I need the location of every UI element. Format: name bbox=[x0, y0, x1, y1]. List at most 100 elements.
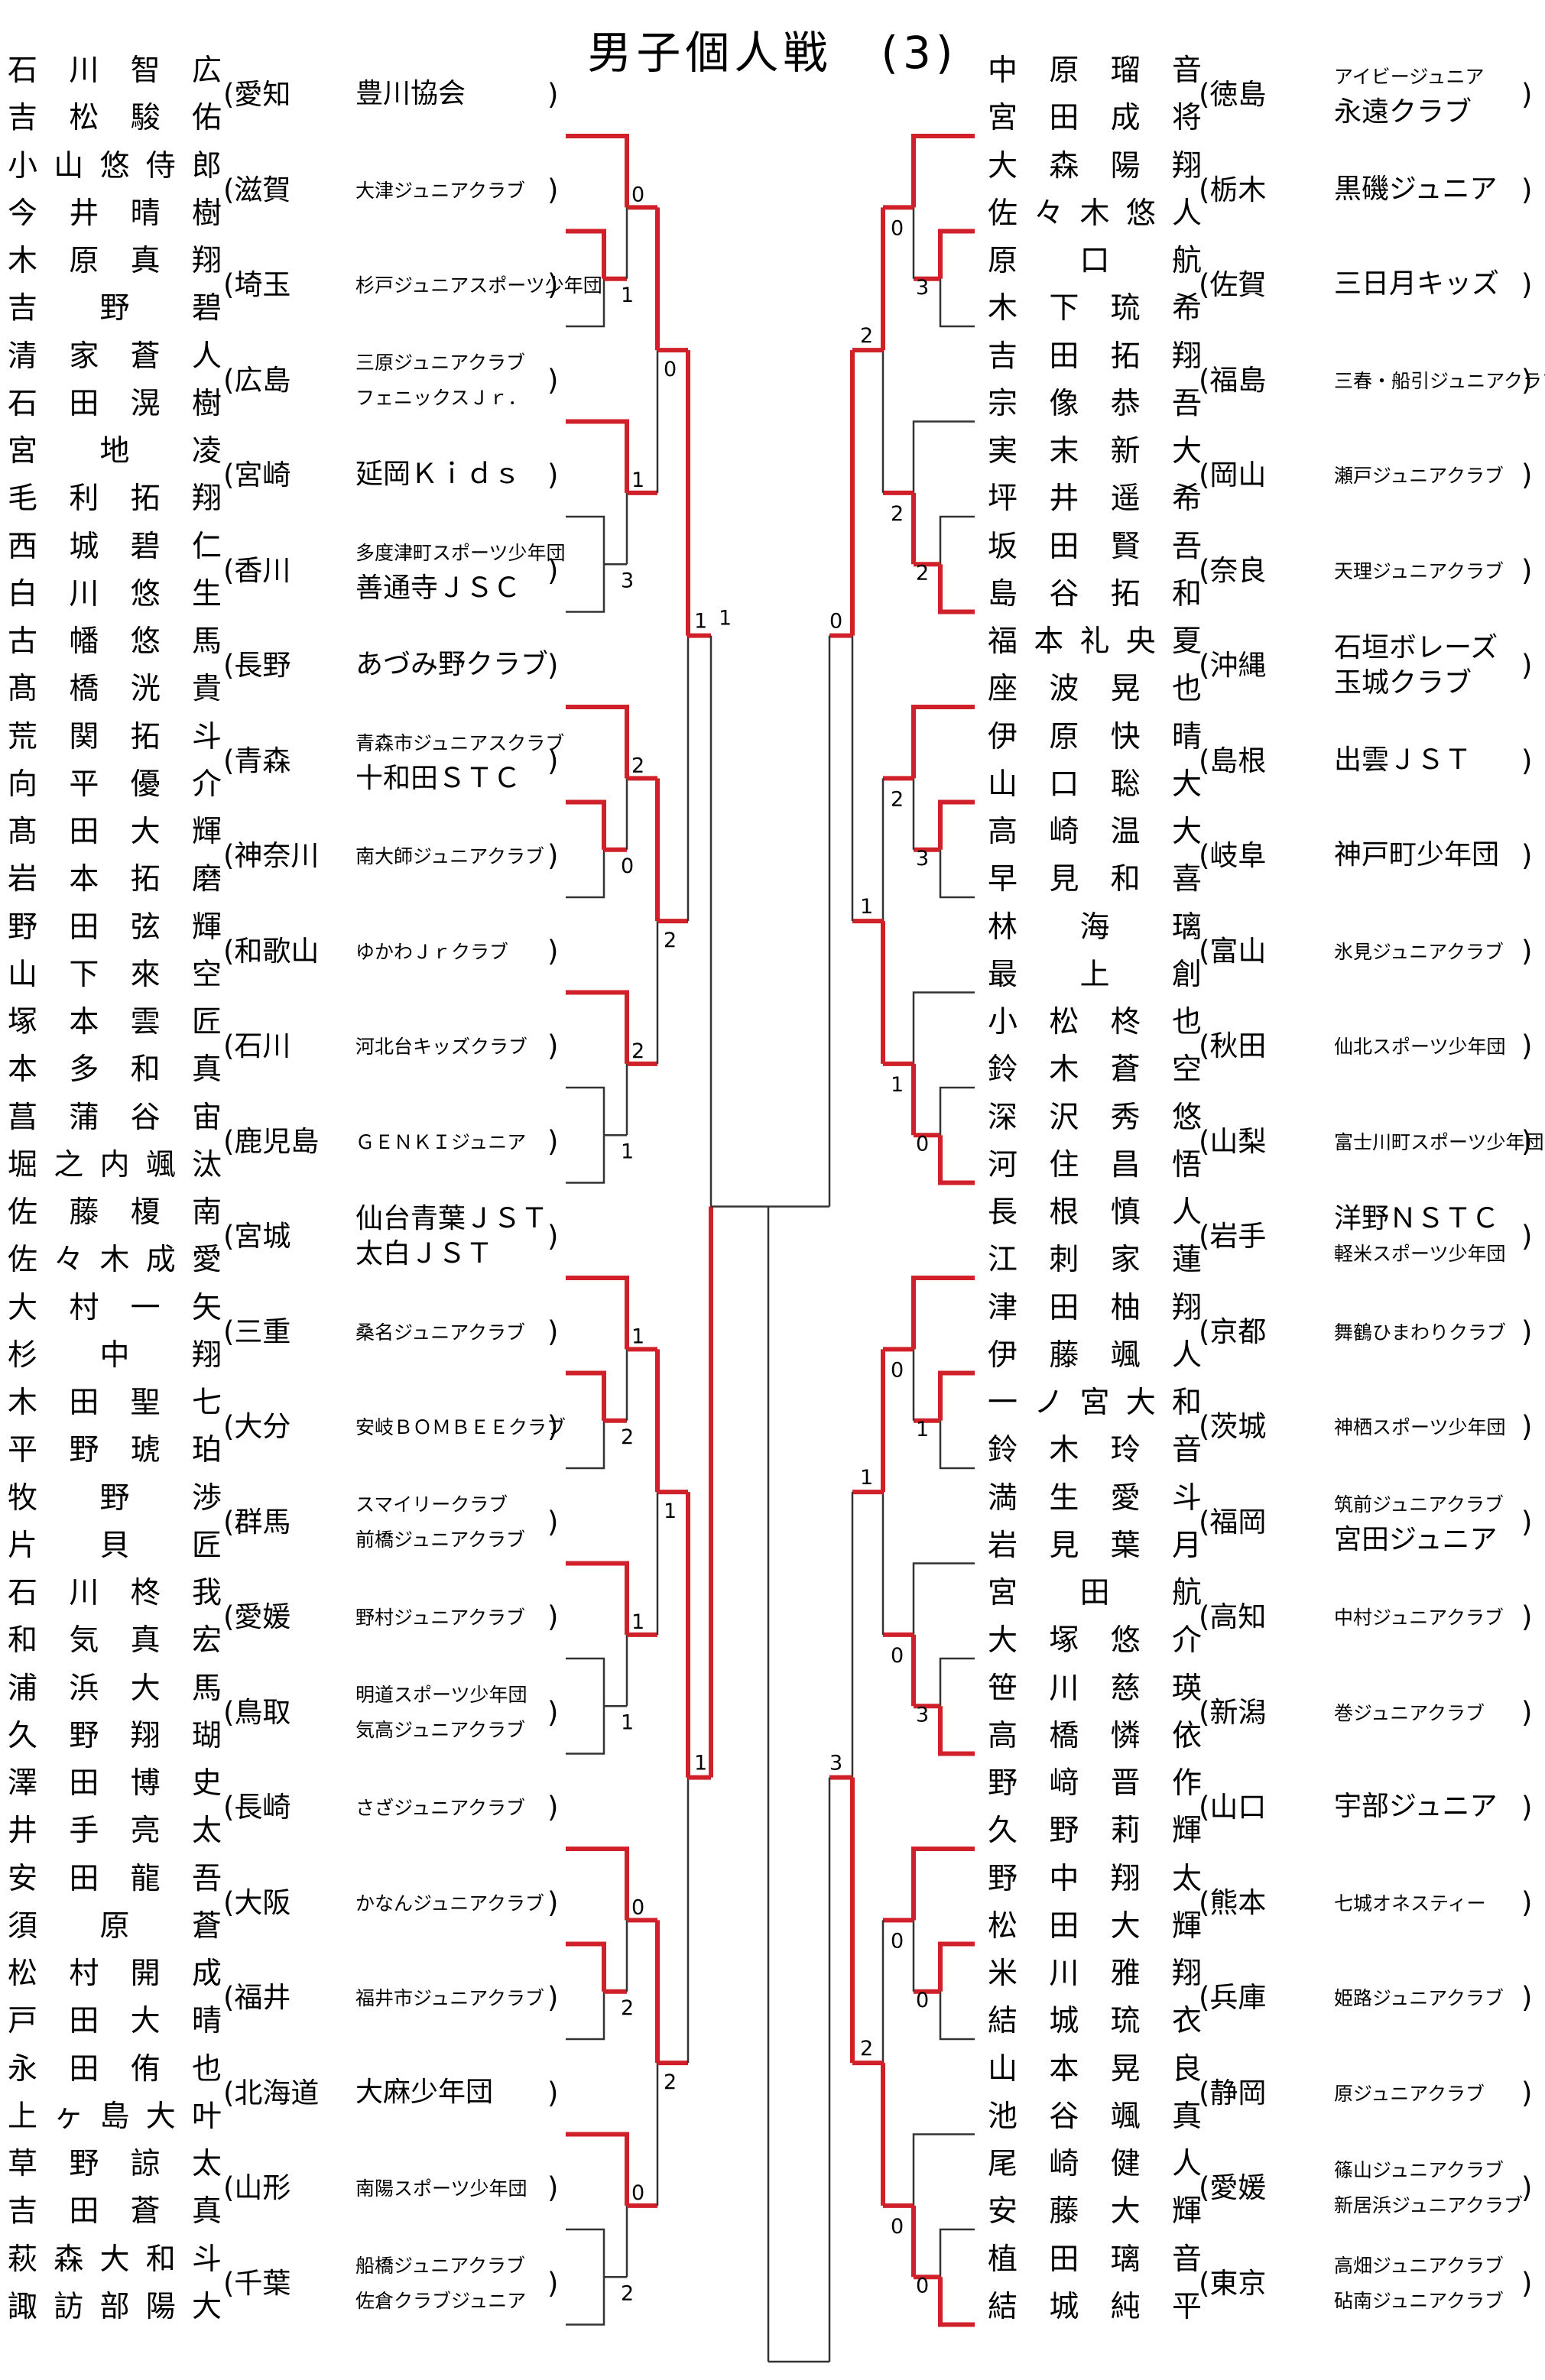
player-name: 宗像恭吾 bbox=[988, 386, 1202, 421]
match-score: 2 bbox=[860, 324, 873, 348]
club-name-line: アイビージュニア bbox=[1334, 66, 1485, 88]
player-name: 萩森大和斗 bbox=[8, 2242, 222, 2277]
closing-paren: ) bbox=[547, 1791, 559, 1824]
club-name: かなんジュニアクラブ bbox=[355, 1892, 545, 1915]
prefecture: (新潟 bbox=[1199, 1695, 1267, 1729]
club-name-line: 前橋ジュニアクラブ bbox=[355, 1528, 526, 1551]
club-name-line: 筑前ジュニアクラブ bbox=[1334, 1493, 1504, 1516]
player-name: 久野莉輝 bbox=[988, 1814, 1202, 1848]
match-score: 1 bbox=[621, 284, 634, 307]
club-name-line: 太白ＪＳＴ bbox=[355, 1238, 494, 1269]
match-score: 3 bbox=[829, 1752, 842, 1775]
match-score: 0 bbox=[664, 358, 677, 381]
prefecture: (岡山 bbox=[1199, 459, 1267, 491]
player-name: 牧野渉 bbox=[8, 1480, 222, 1516]
player-name: 座波晃也 bbox=[988, 672, 1202, 706]
match-score: 0 bbox=[891, 2215, 904, 2239]
player-name: 和気真宏 bbox=[8, 1623, 222, 1658]
prefecture: (茨城 bbox=[1199, 1410, 1267, 1443]
club-name: 黒磯ジュニア bbox=[1334, 173, 1498, 205]
closing-paren: ) bbox=[547, 1600, 559, 1633]
prefecture: (徳島 bbox=[1199, 78, 1267, 111]
prefecture: (岩手 bbox=[1199, 1220, 1267, 1253]
first-round-line bbox=[938, 564, 975, 614]
prefecture: (高知 bbox=[1199, 1600, 1267, 1633]
pair-entry: 原口航木下琉希(佐賀三日月キッズ) bbox=[0, 238, 1545, 332]
player-name: 井手亮太 bbox=[8, 1814, 222, 1848]
closing-paren: ) bbox=[1521, 1791, 1533, 1824]
pair-entry: 小松柊也鈴木蒼空(秋田仙北スポーツ少年団) bbox=[0, 999, 1545, 1094]
prefecture: (静岡 bbox=[1199, 2076, 1267, 2109]
match-score: 1 bbox=[694, 610, 707, 634]
first-round-line bbox=[939, 515, 975, 565]
second-round-line bbox=[912, 991, 975, 1064]
second-round-line bbox=[566, 1276, 629, 1350]
player-name: 松田大輝 bbox=[988, 1908, 1202, 1944]
club-name: 中村ジュニアクラブ bbox=[1334, 1607, 1504, 1629]
player-name: 西城碧仁 bbox=[8, 529, 222, 564]
club-name: 篠山ジュニアクラブ新居浜ジュニアクラブ bbox=[1334, 2153, 1523, 2223]
closing-paren: ) bbox=[1521, 268, 1533, 301]
player-name: 石田滉樹 bbox=[8, 386, 222, 421]
club-name-line: 船橋ジュニアクラブ bbox=[355, 2254, 526, 2277]
prefecture: (奈良 bbox=[1199, 553, 1267, 587]
pair-entry: 木原真翔吉野碧(埼玉杉戸ジュニアスポーツ少年団) bbox=[0, 238, 1545, 332]
closing-paren: ) bbox=[547, 1410, 559, 1443]
club-name-line: 篠山ジュニアクラブ bbox=[1334, 2159, 1504, 2181]
prefecture: (鳥取 bbox=[223, 1695, 291, 1729]
closing-paren: ) bbox=[1521, 1981, 1533, 2014]
player-name: 髙橋洸貴 bbox=[8, 672, 222, 706]
player-name: 木田聖七 bbox=[8, 1386, 222, 1420]
match-score: 2 bbox=[631, 754, 644, 777]
pair-entry: 西城碧仁白川悠生(香川多度津町スポーツ少年団善通寺ＪＳＣ) bbox=[0, 524, 1545, 618]
club-name-line: 洋野ＮＳＴＣ bbox=[1334, 1203, 1500, 1234]
second-round-line bbox=[911, 134, 975, 208]
pair-entry: 松村開成戸田大晴(福井福井市ジュニアクラブ) bbox=[0, 1950, 1545, 2045]
pair-entry: 澤田博史井手亮太(長崎さざジュニアクラブ) bbox=[0, 1760, 1545, 1855]
prefecture: (千葉 bbox=[223, 2266, 291, 2300]
prefecture: (宮城 bbox=[223, 1220, 291, 1253]
match-score: 1 bbox=[860, 895, 873, 919]
player-name: 山本晃良 bbox=[988, 2051, 1202, 2087]
match-score: 2 bbox=[891, 502, 904, 526]
prefecture: (栃木 bbox=[1199, 173, 1267, 206]
player-name: 深沢秀悠 bbox=[988, 1100, 1202, 1135]
closing-paren: ) bbox=[1521, 1410, 1533, 1443]
player-name: 杉中翔 bbox=[8, 1338, 222, 1373]
player-name: 岩本拓磨 bbox=[8, 862, 222, 897]
pair-entry: 荒関拓斗向平優介(青森青森市ジュニアスクラブ十和田ＳＴＣ) bbox=[0, 714, 1545, 809]
player-name: 最上創 bbox=[988, 957, 1202, 992]
closing-paren: ) bbox=[1521, 459, 1533, 491]
second-round-line bbox=[911, 1847, 975, 1921]
prefecture: (宮崎 bbox=[223, 459, 291, 491]
player-name: 平野琥珀 bbox=[8, 1433, 222, 1467]
closing-paren: ) bbox=[1521, 1124, 1533, 1158]
club-name: アイビージュニア永遠クラブ bbox=[1334, 60, 1485, 130]
player-name: 山下來空 bbox=[8, 957, 222, 992]
match-score: 2 bbox=[621, 1425, 634, 1449]
player-name: 上ヶ島大叶 bbox=[8, 2099, 222, 2134]
closing-paren: ) bbox=[547, 459, 559, 491]
player-name: 坂田賢吾 bbox=[988, 529, 1202, 564]
prefecture: (岐阜 bbox=[1199, 839, 1267, 872]
prefecture: (秋田 bbox=[1199, 1029, 1267, 1062]
player-name: 向平優介 bbox=[8, 767, 222, 802]
club-name-line: スマイリークラブ bbox=[355, 1493, 508, 1516]
club-name: 福井市ジュニアクラブ bbox=[355, 1987, 545, 2009]
pair-entry: 福本礼央夏座波晃也(沖縄石垣ボレーズ玉城クラブ) bbox=[0, 618, 1545, 713]
match-score: 1 bbox=[719, 607, 732, 631]
match-score: 1 bbox=[621, 1140, 634, 1163]
player-name: 山口聡大 bbox=[988, 767, 1202, 802]
pair-entry: 安田龍吾須原蒼(大阪かなんジュニアクラブ) bbox=[0, 1856, 1545, 1950]
closing-paren: ) bbox=[547, 78, 559, 111]
player-name: 佐藤榎南 bbox=[8, 1195, 222, 1230]
prefecture: (北海道 bbox=[223, 2076, 320, 2109]
club-name: あづみ野クラブ bbox=[355, 649, 549, 680]
player-name: 江刺家蓮 bbox=[988, 1243, 1202, 1277]
club-name-line: 明道スポーツ少年団 bbox=[355, 1683, 527, 1706]
club-name: 野村ジュニアクラブ bbox=[355, 1607, 526, 1629]
player-name: 長根慎人 bbox=[988, 1195, 1202, 1230]
